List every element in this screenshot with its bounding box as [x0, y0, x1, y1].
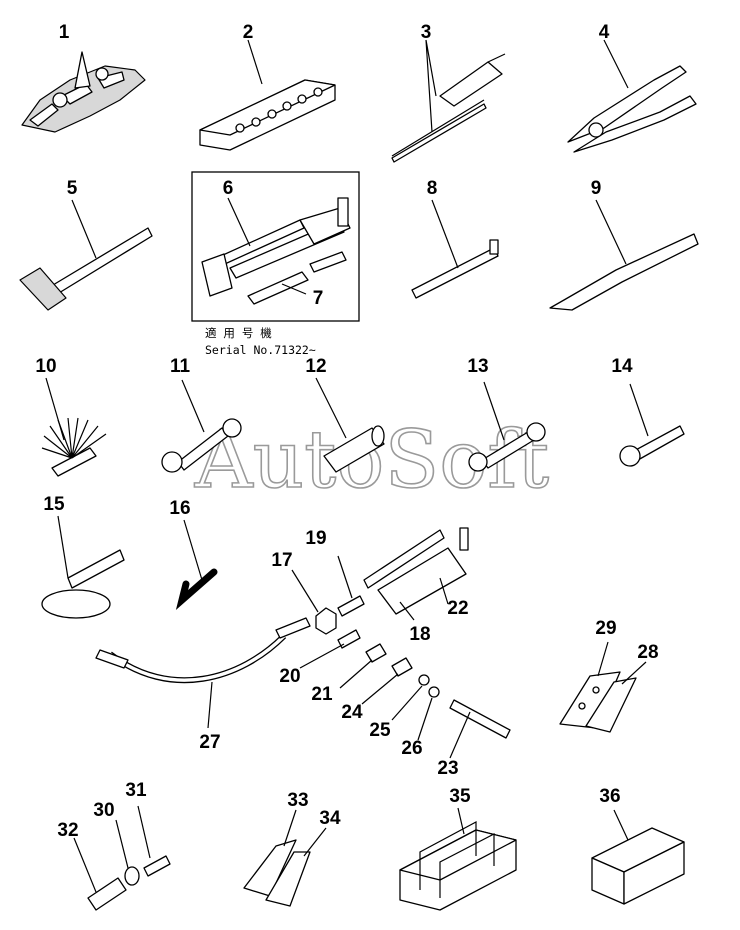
part-36-box-icon — [591, 809, 685, 905]
part-25-fitting-icon — [391, 674, 430, 721]
part-23-rod-icon — [449, 699, 511, 759]
part-15-filter-wrench-icon — [41, 515, 125, 619]
callout-36: 36 — [599, 786, 620, 807]
callout-7: 7 — [313, 288, 324, 309]
part-33-plate-icon — [243, 809, 297, 897]
part-24-fitting-icon — [361, 657, 413, 705]
part-17-nut-icon — [291, 569, 337, 635]
part-34-bracket-icon — [265, 827, 327, 907]
part-35-tool-bag-icon — [399, 807, 517, 911]
part-7-grease-hose-icon — [247, 251, 347, 305]
serial-note-line2: Serial No.71322~ — [205, 343, 316, 357]
part-4-pliers-icon — [567, 39, 697, 153]
part-27-hose-icon — [95, 617, 311, 729]
part-9-pry-bar-icon — [549, 199, 699, 311]
callout-1: 1 — [59, 22, 70, 43]
part-21-adapter-icon — [339, 643, 387, 689]
part-1-wrench-set-icon — [21, 51, 146, 133]
callout-30: 30 — [93, 800, 114, 821]
part-2-socket-case-icon — [199, 39, 336, 151]
callout-3: 3 — [421, 22, 432, 43]
part-31-bolt-icon — [137, 805, 171, 877]
callout-6: 6 — [223, 178, 234, 199]
part-26-nut-icon — [417, 686, 440, 741]
callout-18: 18 — [409, 624, 430, 645]
callout-24: 24 — [341, 702, 363, 723]
callout-15: 15 — [43, 494, 65, 515]
callout-25: 25 — [369, 720, 391, 741]
callout-32: 32 — [57, 820, 78, 841]
part-13-spanner-icon — [468, 381, 546, 472]
part-19-nozzle-icon — [337, 555, 365, 617]
part-16-hex-key-icon — [175, 519, 218, 610]
part-22-lever-icon — [363, 529, 449, 605]
part-29-plate-icon — [559, 641, 621, 729]
callout-4: 4 — [599, 22, 610, 43]
callout-31: 31 — [125, 780, 147, 801]
callout-20: 20 — [279, 666, 300, 687]
callout-34: 34 — [319, 808, 341, 829]
part-18-grease-gun-icon — [377, 527, 469, 621]
callout-35: 35 — [449, 786, 471, 807]
callout-8: 8 — [427, 178, 438, 199]
callout-14: 14 — [611, 356, 633, 377]
callout-17: 17 — [271, 550, 292, 571]
callout-12: 12 — [305, 356, 326, 377]
callout-33: 33 — [287, 790, 308, 811]
callout-19: 19 — [305, 528, 326, 549]
callout-9: 9 — [591, 178, 602, 199]
callout-5: 5 — [67, 178, 78, 199]
part-8-extension-bar-icon — [411, 199, 499, 299]
callout-2: 2 — [243, 22, 254, 43]
part-3-screwdriver-icon — [391, 39, 506, 163]
callout-16: 16 — [169, 498, 190, 519]
callout-23: 23 — [437, 758, 458, 779]
callout-29: 29 — [595, 618, 616, 639]
part-10-feeler-gauge-icon — [41, 377, 107, 477]
callout-27: 27 — [199, 732, 220, 753]
part-28-plate-icon — [585, 661, 647, 733]
callout-21: 21 — [311, 684, 333, 705]
callout-13: 13 — [467, 356, 488, 377]
part-11-spanner-icon — [161, 379, 242, 473]
callout-11: 11 — [170, 356, 191, 377]
callout-labels: 1 2 3 4 5 6 7 8 9 10 11 12 13 14 15 16 1… — [35, 22, 658, 841]
callout-22: 22 — [447, 598, 468, 619]
callout-28: 28 — [637, 642, 658, 663]
part-30-washer-icon — [115, 819, 140, 886]
serial-frame — [191, 171, 360, 322]
part-14-spanner-icon — [619, 383, 685, 467]
part-6-grease-gun-icon — [201, 197, 351, 297]
part-12-pipe-wrench-icon — [315, 377, 385, 473]
callout-10: 10 — [35, 356, 56, 377]
serial-note-line1: 適 用 号 機 — [205, 326, 272, 340]
callout-26: 26 — [401, 738, 422, 759]
part-20-fitting-icon — [299, 629, 361, 669]
part-32-sleeve-icon — [73, 837, 127, 911]
part-5-hammer-icon — [19, 199, 153, 311]
